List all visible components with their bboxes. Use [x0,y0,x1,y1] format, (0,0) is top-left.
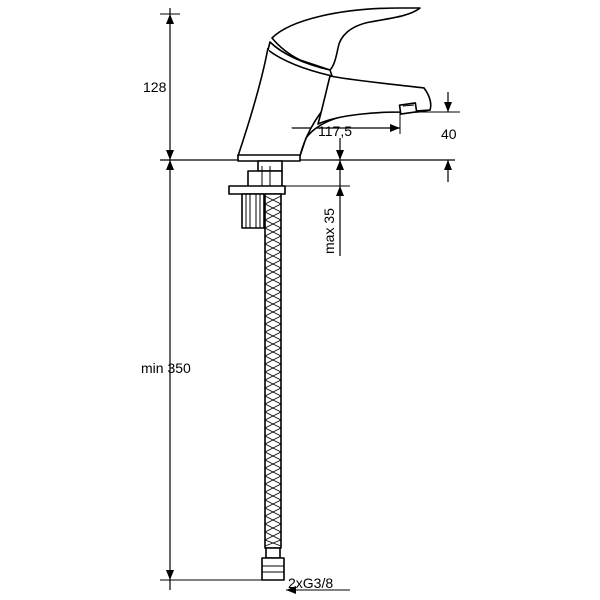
hose-length-label: min 350 [141,360,191,376]
hose-weave [264,195,282,547]
braided-hose [261,193,285,581]
dimension-lines [160,8,460,591]
mounting-assembly [228,160,286,229]
height-above-deck-label: 128 [143,79,167,95]
spout-reach-label: 117,5 [318,123,352,139]
faucet-body [237,7,432,162]
spout-clearance-label: 40 [441,126,457,142]
connection-size-label: 2xG3/8 [288,575,333,591]
max-deck-thickness-label: max 35 [321,208,337,254]
